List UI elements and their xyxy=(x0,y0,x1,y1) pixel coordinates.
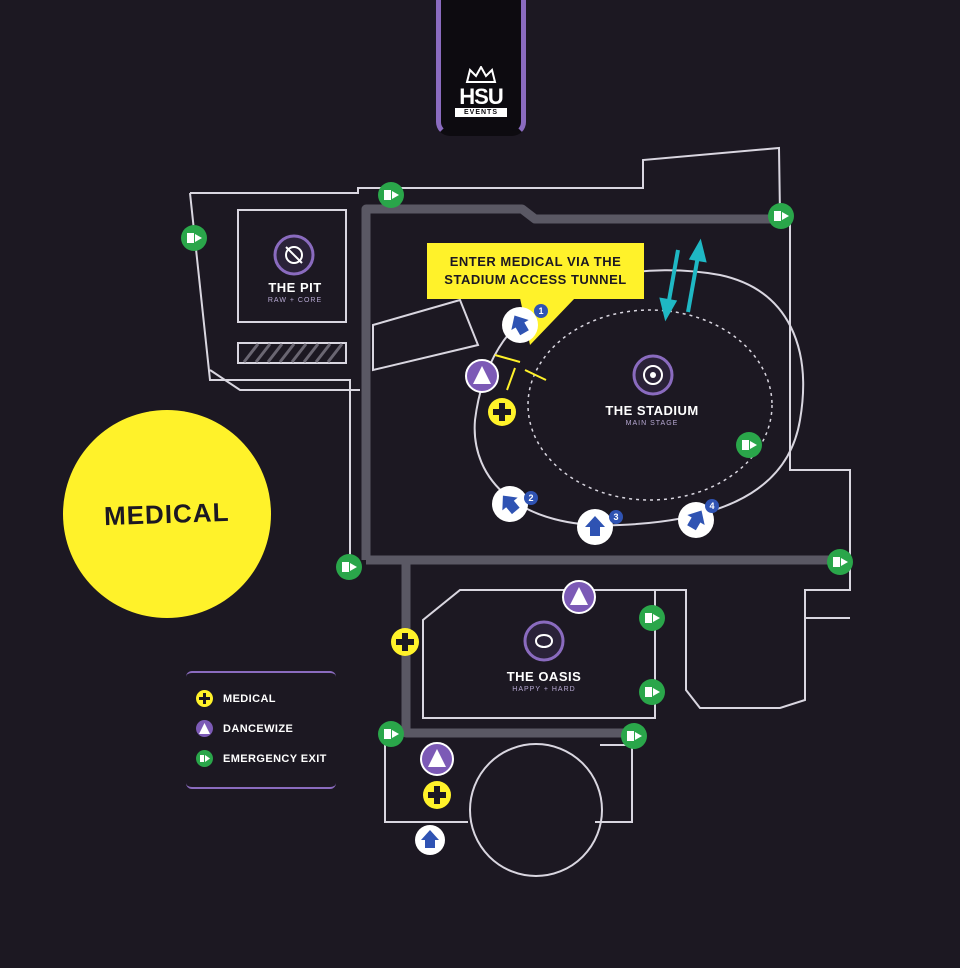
legend-row-medical: MEDICAL xyxy=(196,690,276,707)
emergency-exit-icon xyxy=(621,723,647,749)
legend-row-exit: EMERGENCY EXIT xyxy=(196,750,327,767)
stadium-name: THE STADIUM xyxy=(605,403,699,418)
stadium-icon xyxy=(632,354,674,396)
pit-label: THE PIT RAW + CORE xyxy=(250,280,340,304)
dancewize-icon xyxy=(562,580,596,614)
hatching xyxy=(242,343,344,363)
medical-cross-icon xyxy=(488,398,516,426)
oasis-sub: HAPPY + HARD xyxy=(512,686,576,693)
oasis-name: THE OASIS xyxy=(506,669,582,684)
emergency-exit-icon xyxy=(336,554,362,580)
venue-outline xyxy=(189,146,851,877)
stadium-ring xyxy=(473,269,805,527)
logo-main-text: HSU xyxy=(459,84,503,109)
flow-arrows xyxy=(659,238,707,322)
marker-number: 1 xyxy=(538,306,543,316)
dancewize-icon xyxy=(196,720,213,737)
crown-icon xyxy=(465,66,497,83)
pit-icon xyxy=(273,234,315,276)
access-marker-3: 3 xyxy=(577,509,623,545)
logo-sub-text: EVENTS xyxy=(455,108,507,117)
access-marker xyxy=(415,825,445,855)
access-marker-2: 2 xyxy=(492,486,538,522)
marker-number: 4 xyxy=(709,501,714,511)
pit-sub: RAW + CORE xyxy=(267,297,323,304)
marker-number: 2 xyxy=(528,493,533,503)
emergency-exit-icon xyxy=(196,750,213,767)
emergency-exit-icon xyxy=(181,225,207,251)
hatched-area xyxy=(237,342,347,364)
emergency-exit-icon xyxy=(827,549,853,575)
pit-name: THE PIT xyxy=(268,280,322,295)
medical-entry-callout: ENTER MEDICAL VIA THE STADIUM ACCESS TUN… xyxy=(427,243,644,299)
dancewize-icon xyxy=(465,359,499,393)
medical-badge-label: MEDICAL xyxy=(103,496,231,531)
legend-row-dancewize: DANCEWIZE xyxy=(196,720,293,737)
emergency-exit-icon xyxy=(736,432,762,458)
walkways xyxy=(361,204,840,738)
callout-line-1: ENTER MEDICAL VIA THE xyxy=(449,254,622,269)
oasis-label: THE OASIS HAPPY + HARD xyxy=(494,669,594,693)
marker-number: 3 xyxy=(613,512,618,522)
emergency-exit-icon xyxy=(639,605,665,631)
medical-cross-icon xyxy=(391,628,419,656)
legend-label: DANCEWIZE xyxy=(223,722,294,735)
access-marker-1: 1 xyxy=(502,304,548,343)
emergency-exit-icon xyxy=(639,679,665,705)
medical-badge: MEDICAL xyxy=(63,410,271,618)
emergency-exit-icon xyxy=(378,721,404,747)
stadium-dancefloor xyxy=(527,309,773,501)
map-legend: MEDICAL DANCEWIZE EMERGENCY EXIT xyxy=(186,671,336,789)
access-marker-4: 4 xyxy=(678,499,719,538)
emergency-exit-icon xyxy=(768,203,794,229)
callout-line-2: STADIUM ACCESS TUNNEL xyxy=(444,272,627,287)
medical-cross-icon xyxy=(423,781,451,809)
emergency-exit-icon xyxy=(378,182,404,208)
legend-label: MEDICAL xyxy=(223,692,276,705)
stadium-sub: MAIN STAGE xyxy=(625,420,679,427)
oasis-icon xyxy=(523,620,565,662)
legend-label: EMERGENCY EXIT xyxy=(223,752,327,765)
dancewize-icon xyxy=(420,742,454,776)
medical-cross-icon xyxy=(196,690,213,707)
stadium-label: THE STADIUM MAIN STAGE xyxy=(590,403,714,427)
hsu-events-logo: HSU EVENTS xyxy=(436,0,526,136)
